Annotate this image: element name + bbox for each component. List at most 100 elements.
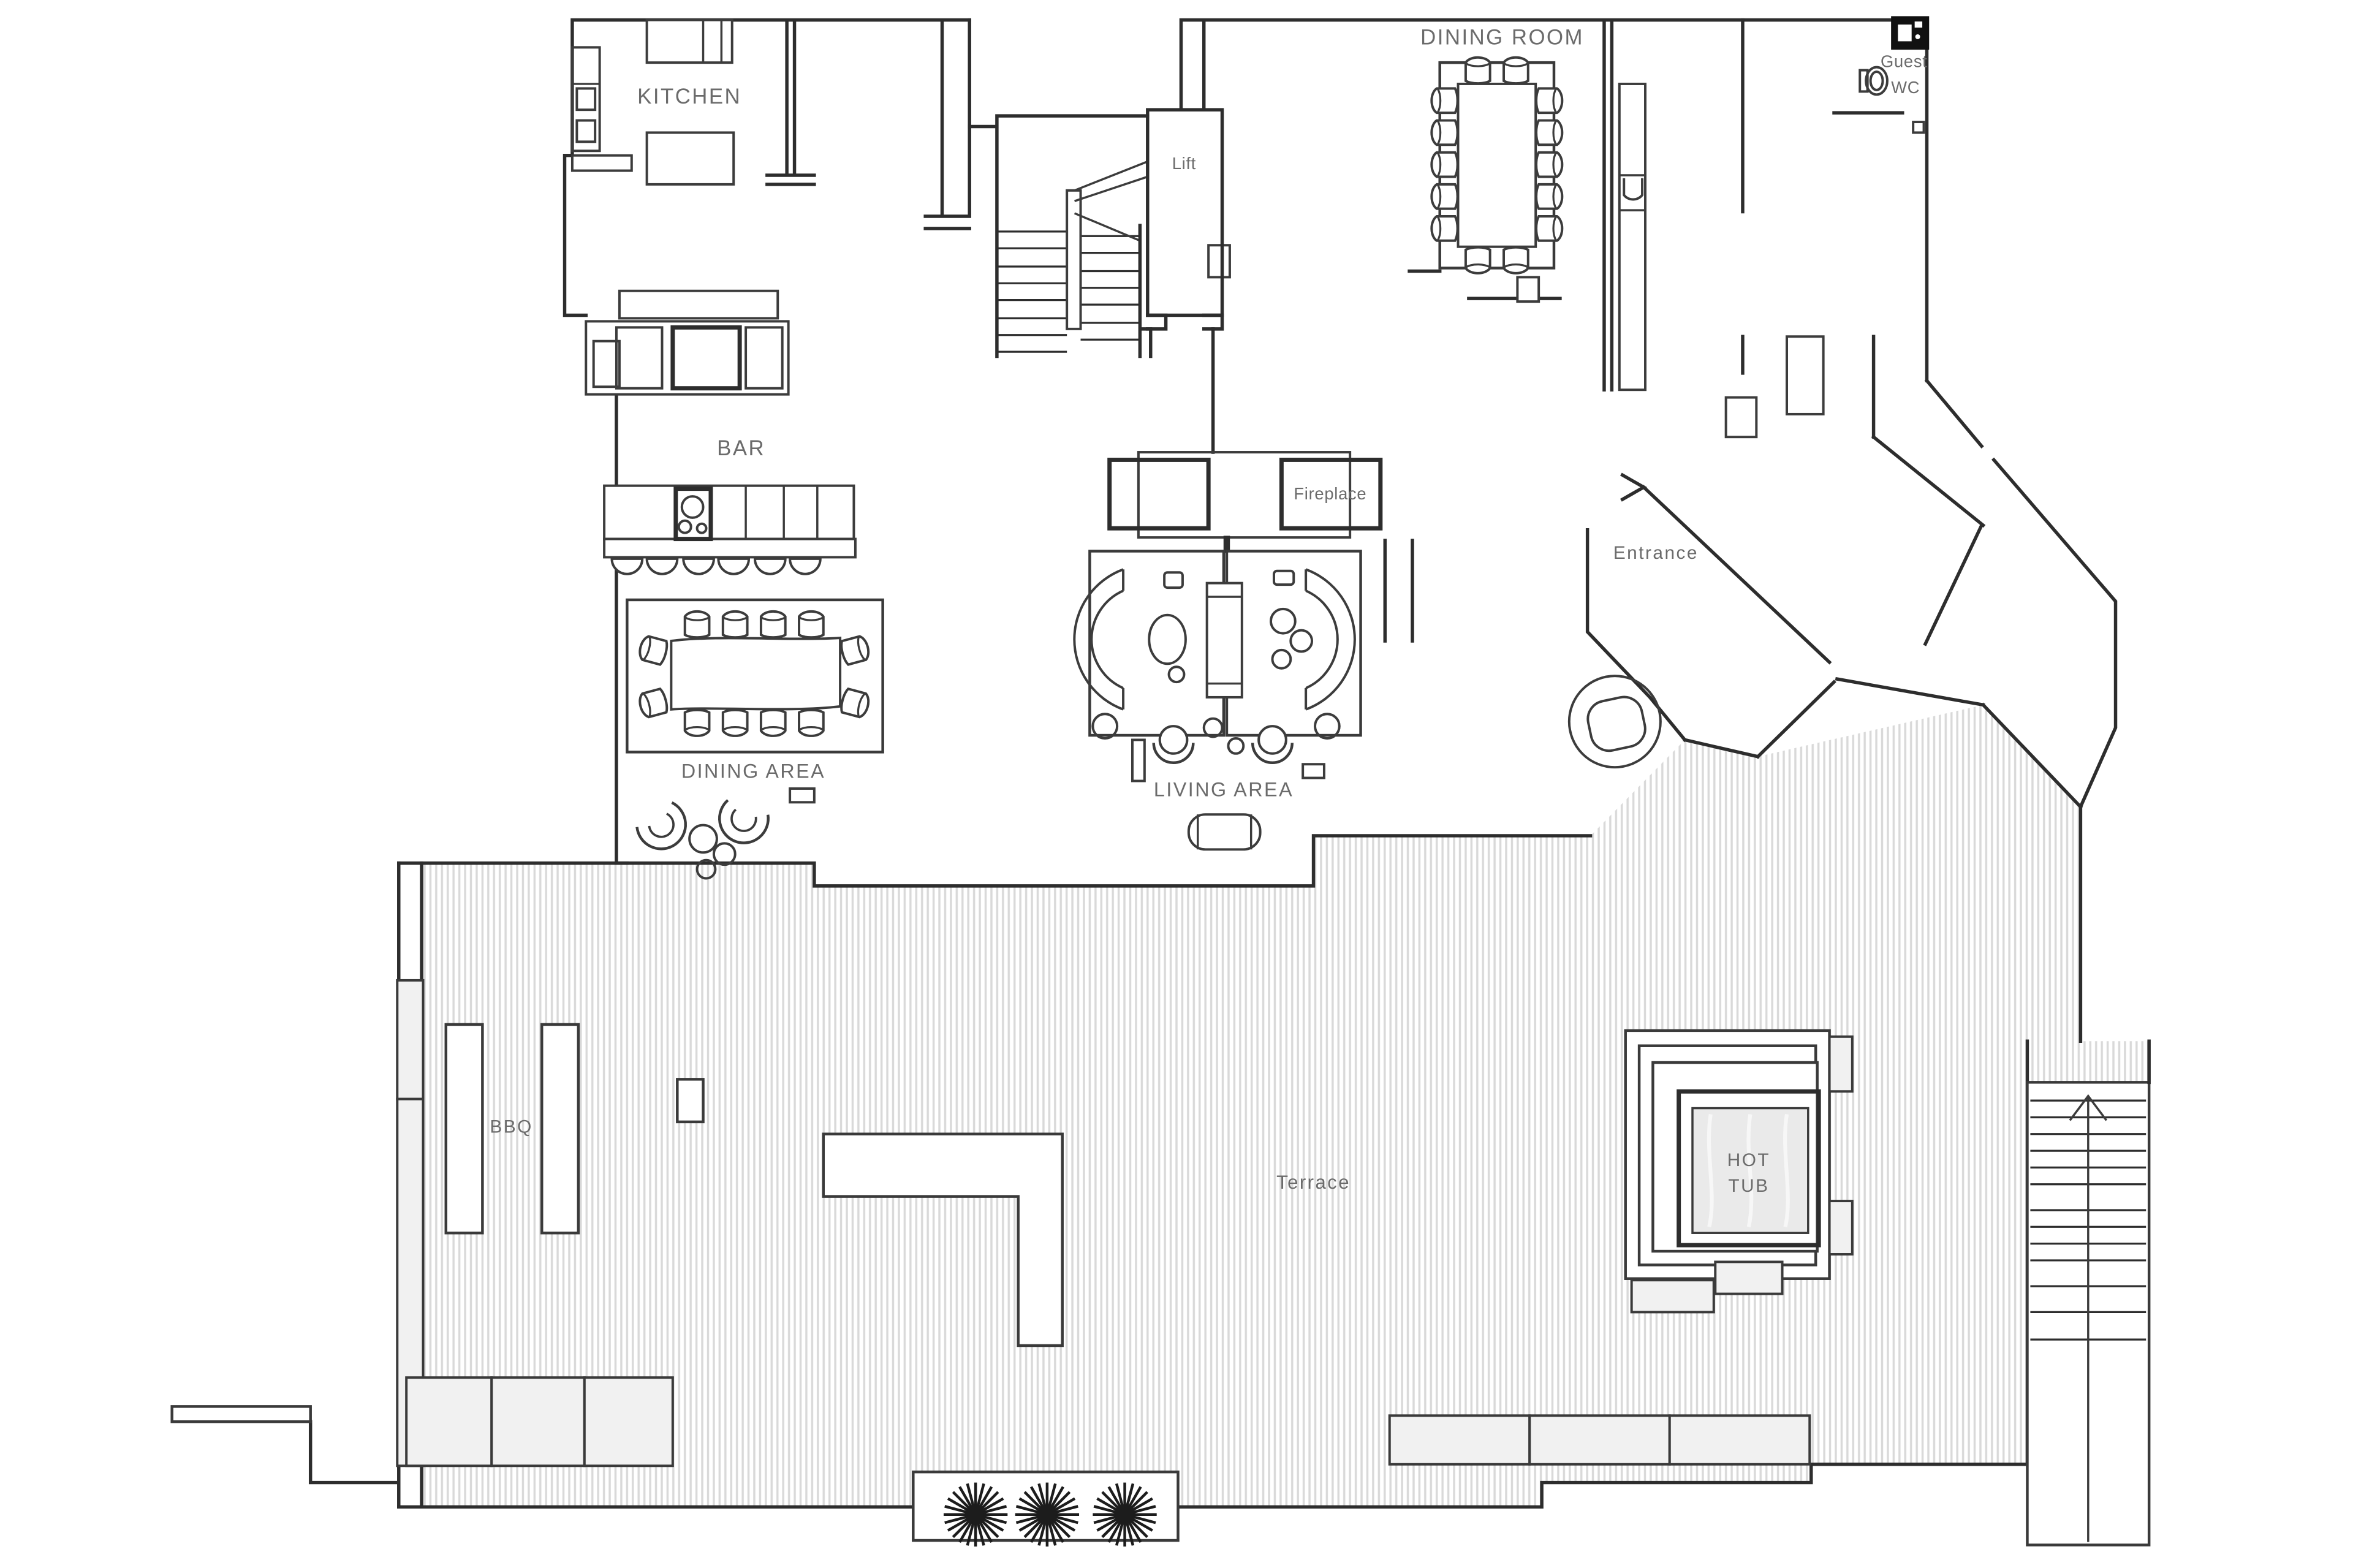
kitchen-label: KITCHEN [637,85,741,108]
guest-wc-label-line1: Guest [1881,52,1928,71]
kitchen-walls [563,18,971,317]
bar-stool [645,557,679,575]
dining-room [1430,56,1647,392]
chair-icon [1535,183,1564,210]
planter-box [490,1376,586,1468]
bbq-label: BBQ [490,1116,532,1137]
chair-icon [683,708,711,737]
up-arrow-icon [2069,1094,2108,1121]
sideboard [1618,82,1647,392]
bar-label: BAR [717,437,765,460]
hot-tub-side-box [1828,1035,1854,1093]
stairwell [998,108,1224,358]
oven-icon [575,87,597,112]
washbasin-icon [1891,16,1930,50]
terrace [170,705,2150,1547]
planter-box [1668,1414,1811,1466]
hot-tub-label-line2: TUB [1728,1176,1769,1196]
bbq-bench [444,1023,484,1235]
round-chair-icon [1567,675,1662,769]
coffee-table [1270,607,1297,635]
stair-rail [1074,160,1148,242]
shrub-icon [944,1483,1007,1547]
chair-icon [759,708,787,737]
oven-icon [575,119,597,143]
dining-area [626,598,884,880]
side-table [789,787,816,804]
chair-icon [1464,56,1491,85]
kitchen-island [645,131,735,186]
bar-stool [753,557,787,575]
chair-icon [1535,87,1564,115]
stair-hall-walls [968,114,1150,358]
bar-area [603,484,857,575]
chair-icon [1502,56,1529,85]
sofa-icon [1073,568,1356,711]
terrace-label: Terrace [1276,1172,1351,1193]
chair-icon [1464,246,1491,275]
bar-stool [789,557,822,575]
side-table [1272,569,1295,586]
living-area [1073,550,1362,851]
hot-tub-side-box [1828,1200,1854,1256]
hot-tub-label-line1: HOT [1727,1150,1770,1170]
chair-icon [1535,215,1564,242]
chair-icon [1430,119,1459,146]
planter-box [1528,1414,1671,1466]
back-counter-shelf [618,289,779,320]
chair-icon [721,610,749,639]
room-labels: KITCHEN DINING ROOM Guest WC Lift BAR Fi… [490,26,1927,1196]
kitchen-furniture [570,18,790,396]
terrace-top-edge [397,834,1593,888]
chair-icon [1535,151,1564,178]
kitchen-counter-top [645,18,733,64]
appliance-column [570,46,601,153]
corridor-niche [1207,244,1231,279]
entrance-inner-wall [1620,472,2083,809]
coffee-table [1289,629,1314,653]
planter-box [583,1376,674,1468]
entrance-pocket-wall [1585,528,1836,759]
terrace-walkway [822,1132,1064,1347]
hall-divider [1383,539,1414,643]
entrance-area [1567,675,1662,769]
coffee-table [1271,648,1292,670]
stair-treads-left [998,230,1067,353]
terrace-hatch-surface [422,705,2150,1507]
dining-step-box [1516,276,1540,303]
chair-icon [1430,87,1459,115]
bench-icon [1187,813,1262,851]
left-walkway-bar [170,1405,312,1423]
entrance-outer-wall [1871,335,2151,1085]
left-lower-wall [615,392,629,865]
entrance-label: Entrance [1613,543,1699,563]
house-walls [563,18,2151,1085]
chair-icon [1535,119,1564,146]
bbq-bench [540,1023,580,1235]
planter-box [1388,1414,1531,1466]
shrub-icon [1093,1483,1156,1547]
dining-room-walls [1179,18,1929,454]
dining-area-label: DINING AREA [681,760,825,782]
chair-icon [721,708,749,737]
dining-area-table [670,636,842,711]
fireplace-label: Fireplace [1294,484,1366,503]
wc-door-jamb [1912,121,1925,134]
lounge-chair-icon [713,799,771,850]
lift [1146,108,1224,331]
hob-icon [673,487,713,542]
toilet-icon [1859,66,1889,96]
sink-icon [1623,178,1644,201]
side-box [1302,763,1325,779]
fireplace-wall [1107,451,1383,553]
chair-icon [759,610,787,639]
chair-icon [1430,151,1459,178]
media-cabinet [1107,457,1211,531]
terrace-corner-walk [308,1420,401,1485]
chair-icon [1502,246,1529,275]
shrub-icon [1015,1483,1079,1547]
lounge-chair-icon [634,801,695,858]
stair-newel [1066,189,1082,330]
console-table [1205,581,1243,699]
